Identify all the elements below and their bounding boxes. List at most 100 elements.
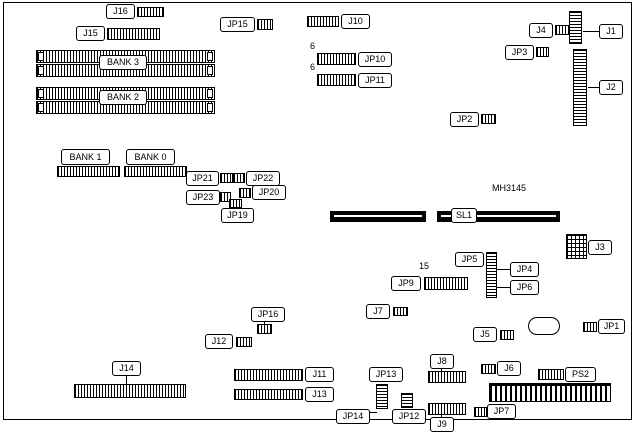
- simm-end-cap-left: [38, 66, 44, 75]
- callout-JP11: JP11: [358, 73, 392, 88]
- j7-connector: [393, 307, 408, 316]
- jp12-connector: [401, 393, 413, 408]
- j9-connector: [428, 403, 466, 415]
- callout-JP19: JP19: [221, 208, 254, 223]
- callout-JP21: JP21: [186, 171, 219, 186]
- callout-J12: J12: [205, 334, 233, 349]
- callout-J6: J6: [497, 361, 521, 376]
- callout-J15: J15: [76, 26, 105, 41]
- callout-J8: J8: [430, 354, 454, 369]
- slot-slit: [441, 215, 556, 217]
- j8-connector: [428, 371, 466, 383]
- leader-line: [441, 368, 442, 372]
- simm-end-cap-right: [207, 89, 213, 98]
- callout-J5: J5: [473, 327, 497, 342]
- callout-J3: J3: [588, 240, 612, 255]
- callout-J14: J14: [112, 361, 141, 376]
- leader-line: [264, 321, 265, 325]
- callout-J2: J2: [599, 80, 623, 95]
- j12-connector: [236, 337, 252, 347]
- leader-line: [588, 87, 599, 88]
- callout-JP6: JP6: [510, 280, 539, 295]
- simm-end-cap-left: [38, 89, 44, 98]
- callout-BANK1: BANK 1: [61, 149, 110, 165]
- callout-JP2: JP2: [450, 112, 479, 127]
- jp2-connector: [481, 114, 496, 124]
- jp11-pin-count: 6: [310, 62, 316, 72]
- ps2-connector: [538, 369, 564, 380]
- callout-J4: J4: [529, 23, 553, 38]
- leader-line: [497, 287, 510, 288]
- leader-line: [441, 414, 442, 418]
- jp11-connector: [317, 74, 356, 86]
- callout-JP1: JP1: [598, 319, 625, 334]
- jp13-connector: [376, 384, 388, 409]
- callout-JP5: JP5: [455, 252, 484, 267]
- callout-JP14: JP14: [336, 409, 370, 424]
- j5-connector: [500, 330, 514, 340]
- j1-connector: [569, 11, 582, 44]
- power-edge-connector: [489, 383, 611, 402]
- jp20-connector: [239, 188, 251, 198]
- leader-line: [126, 376, 127, 385]
- leader-line: [583, 31, 599, 32]
- bank1-connector: [57, 166, 120, 177]
- jp19-connector: [229, 199, 242, 208]
- simm-end-cap-left: [38, 52, 44, 61]
- sl1-slot-connector: [437, 211, 560, 222]
- j13-connector: [234, 389, 303, 400]
- callout-J9: J9: [430, 417, 454, 432]
- j14-connector: [74, 384, 186, 398]
- jp22-connector: [233, 173, 245, 183]
- oscillator-connector: [528, 317, 560, 335]
- jp10-connector: [317, 53, 356, 65]
- jp21-connector: [220, 173, 233, 183]
- j16-connector: [137, 7, 164, 17]
- j15-connector: [107, 28, 160, 40]
- callout-JP12: JP12: [392, 409, 426, 424]
- bank0-connector: [124, 166, 187, 177]
- callout-BANK0: BANK 0: [126, 149, 175, 165]
- jp1-connector: [583, 322, 597, 332]
- callout-JP13: JP13: [369, 367, 403, 382]
- jp15-connector: [257, 19, 273, 30]
- callout-SL1: SL1: [451, 208, 477, 223]
- callout-JP4: JP4: [510, 262, 539, 277]
- jp16-connector: [257, 324, 272, 334]
- jp5-header-connector: [486, 252, 497, 298]
- callout-J1: J1: [599, 24, 623, 39]
- simm-end-cap-right: [207, 52, 213, 61]
- callout-J7: J7: [366, 304, 390, 319]
- leader-line: [369, 412, 377, 413]
- callout-JP7: JP7: [487, 404, 516, 419]
- slot-left-connector: [330, 211, 426, 222]
- jp23-connector: [220, 192, 231, 202]
- j6-connector: [481, 364, 496, 374]
- j2-connector: [573, 49, 587, 126]
- j4-connector: [555, 25, 570, 35]
- slot-slit: [334, 215, 422, 217]
- callout-JP20: JP20: [252, 185, 286, 200]
- callout-JP16: JP16: [251, 307, 285, 322]
- chip-mh3145: MH3145: [492, 183, 527, 193]
- callout-JP22: JP22: [246, 171, 280, 186]
- jp7-connector: [474, 407, 487, 417]
- j11-connector: [234, 369, 303, 381]
- leader-line: [497, 269, 510, 270]
- callout-JP23: JP23: [186, 190, 220, 205]
- callout-JP10: JP10: [358, 52, 392, 67]
- callout-J10: J10: [341, 14, 370, 29]
- callout-JP9: JP9: [391, 276, 421, 291]
- jp10-pin-count: 6: [310, 41, 316, 51]
- callout-JP3: JP3: [505, 45, 534, 60]
- jp3-connector: [536, 47, 549, 57]
- callout-J13: J13: [305, 387, 334, 402]
- j3-connector: [566, 234, 587, 259]
- simm-end-cap-right: [207, 103, 213, 112]
- jp9-pin-count: 15: [419, 261, 430, 271]
- callout-BANK3: BANK 3: [99, 55, 147, 70]
- callout-JP15: JP15: [220, 17, 255, 32]
- callout-J16: J16: [106, 4, 135, 19]
- jp9-connector: [424, 277, 468, 290]
